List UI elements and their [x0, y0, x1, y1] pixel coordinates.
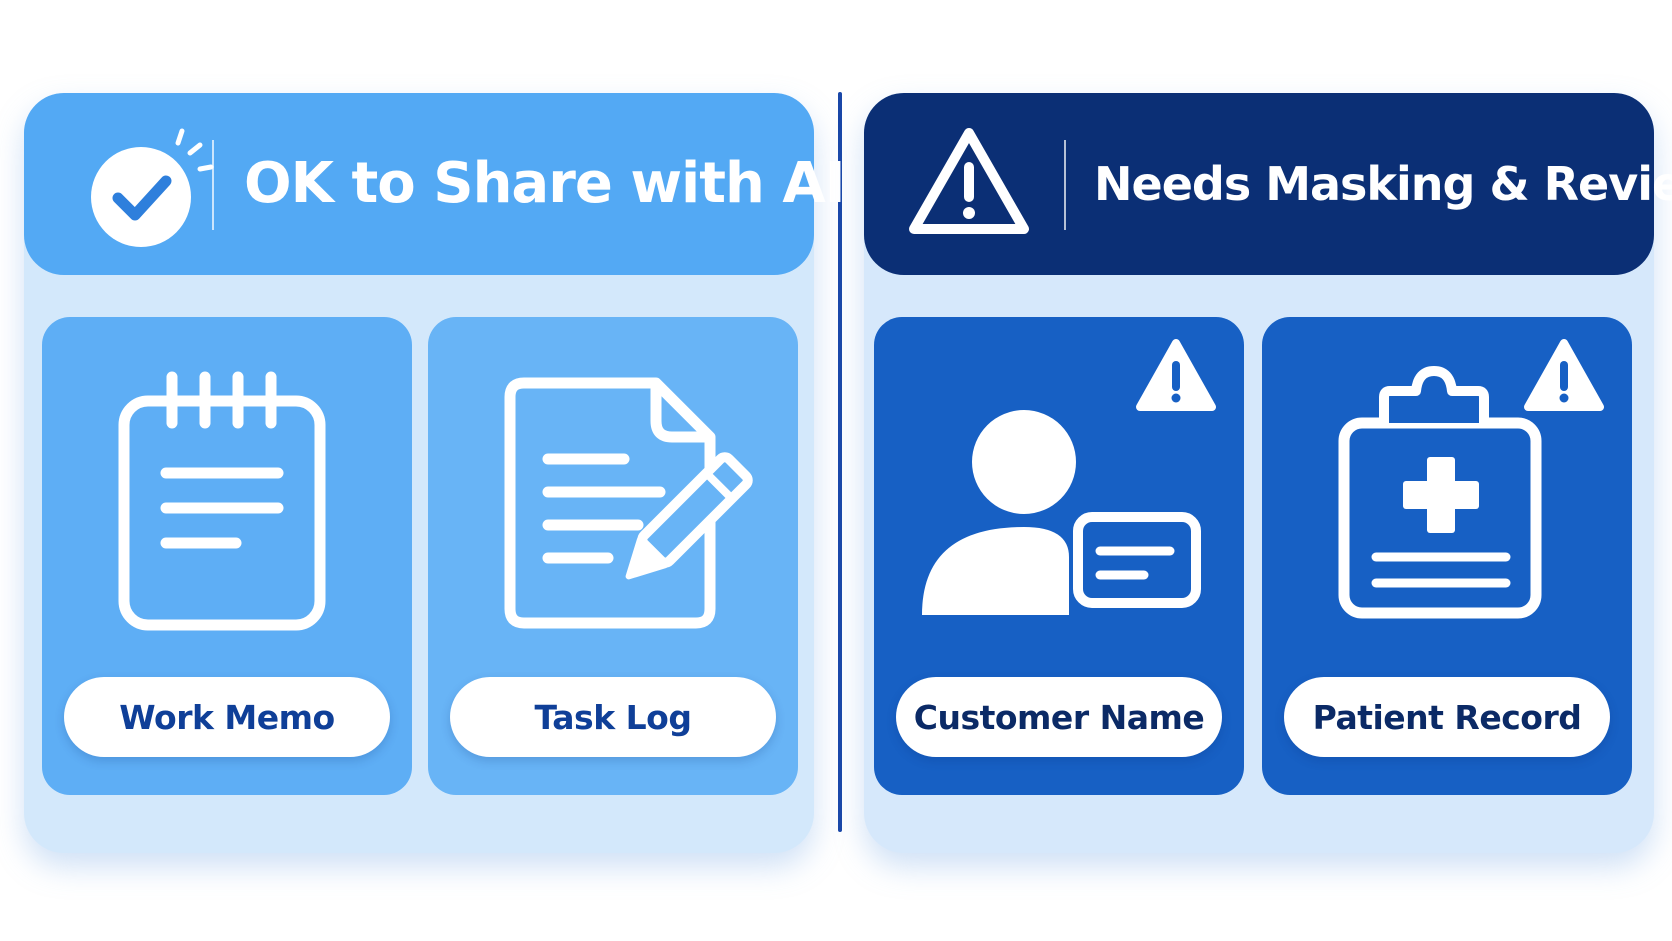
- review-panel-header: Needs Masking & Review: [864, 93, 1672, 275]
- check-circle-icon: [91, 128, 214, 247]
- header-separator: [212, 140, 214, 230]
- warning-icon: [1136, 339, 1216, 411]
- panel-divider: [838, 92, 842, 832]
- task-log-label: Task Log: [450, 677, 776, 757]
- medical-clipboard-icon: [1338, 366, 1542, 619]
- ok-to-share-panel: OK to Share with AI Work Memo: [24, 93, 846, 853]
- ok-panel-title: OK to Share with AI: [244, 151, 846, 216]
- person-id-card-icon: [922, 410, 1201, 615]
- task-log-card[interactable]: Task Log: [428, 317, 798, 795]
- patient-record-label: Patient Record: [1284, 677, 1610, 757]
- ok-panel-header: OK to Share with AI: [24, 93, 846, 275]
- review-panel-title: Needs Masking & Review: [1094, 157, 1672, 211]
- warning-icon: [1524, 339, 1604, 411]
- needs-review-panel: Needs Masking & Review Customer Name: [864, 93, 1672, 853]
- notepad-icon: [118, 371, 326, 631]
- customer-name-label: Customer Name: [896, 677, 1222, 757]
- header-separator: [1064, 140, 1066, 230]
- document-edit-icon: [504, 377, 753, 629]
- customer-name-card[interactable]: Customer Name: [874, 317, 1244, 795]
- patient-record-card[interactable]: Patient Record: [1262, 317, 1632, 795]
- work-memo-label: Work Memo: [64, 677, 390, 757]
- warning-triangle-icon: [909, 128, 1029, 234]
- work-memo-card[interactable]: Work Memo: [42, 317, 412, 795]
